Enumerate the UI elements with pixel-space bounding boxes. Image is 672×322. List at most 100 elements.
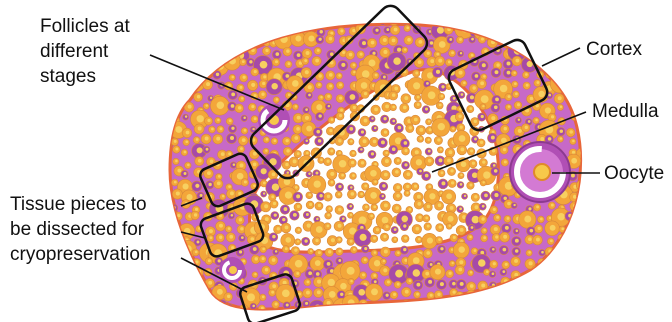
follicle — [216, 19, 224, 27]
follicle-core — [393, 19, 397, 23]
follicle-core — [583, 258, 585, 260]
follicle-core — [426, 82, 429, 85]
follicle-core — [495, 302, 499, 306]
follicle-core — [413, 82, 420, 89]
follicle-core — [219, 21, 222, 24]
follicle-core — [527, 20, 530, 23]
follicle-core — [450, 206, 454, 210]
follicle-core — [163, 261, 167, 265]
follicle-core — [438, 203, 442, 207]
follicle-core — [425, 272, 429, 276]
follicle-core — [584, 206, 587, 209]
follicle-core — [372, 52, 375, 55]
follicle-core — [414, 18, 418, 22]
follicle-core — [205, 104, 207, 106]
follicle — [425, 316, 432, 322]
follicle-core — [536, 238, 540, 242]
follicle — [296, 15, 304, 23]
follicle — [159, 148, 167, 156]
follicle-core — [440, 148, 442, 150]
follicle-core — [472, 86, 475, 89]
follicle — [533, 38, 542, 47]
follicle — [555, 30, 573, 48]
follicle-core — [329, 84, 332, 87]
follicle — [345, 313, 355, 322]
follicle-core — [591, 140, 595, 144]
follicle-core — [474, 195, 477, 198]
follicle-core — [535, 119, 538, 122]
follicle-core — [340, 15, 343, 18]
follicle-core — [173, 86, 177, 90]
follicle-core — [524, 216, 531, 223]
follicle-core — [342, 312, 345, 315]
follicle — [581, 204, 587, 210]
follicle-core — [536, 205, 539, 208]
follicle-core — [350, 214, 352, 216]
follicle — [548, 314, 555, 321]
follicle-core — [397, 305, 401, 309]
follicle-core — [206, 148, 209, 151]
follicle-core — [209, 229, 213, 233]
follicle-core — [239, 86, 242, 89]
follicle — [162, 246, 170, 254]
follicle-core — [572, 140, 575, 143]
follicle-core — [218, 175, 221, 178]
follicle-core — [244, 129, 247, 132]
follicle-core — [416, 293, 419, 296]
follicle-core — [185, 20, 188, 23]
oocyte-right — [510, 142, 570, 202]
follicle-core — [404, 163, 407, 166]
follicle — [554, 282, 564, 292]
follicle-core — [584, 83, 587, 86]
follicle — [522, 291, 530, 299]
follicle-core — [515, 92, 518, 95]
follicle-core — [376, 228, 379, 231]
follicle-core — [373, 237, 376, 240]
follicle-core — [315, 59, 319, 63]
follicle — [193, 309, 207, 322]
follicle — [544, 49, 552, 57]
follicle-core — [185, 83, 188, 86]
follicle-core — [582, 130, 584, 132]
follicle-core — [263, 75, 266, 78]
follicle-core — [446, 193, 452, 199]
follicle-core — [304, 314, 307, 317]
follicle — [171, 304, 178, 311]
follicle-core — [482, 160, 485, 163]
follicle-core — [384, 250, 388, 254]
follicle-core — [331, 181, 334, 184]
follicle-core — [569, 272, 571, 274]
follicle-core — [475, 74, 479, 78]
follicle-core — [438, 16, 442, 20]
follicle-core — [471, 19, 475, 23]
follicle-core — [580, 271, 584, 275]
follicle-core — [210, 159, 214, 163]
follicle — [567, 17, 575, 25]
follicle-core — [508, 95, 511, 98]
follicle-core — [530, 229, 534, 233]
follicle-core — [285, 139, 288, 142]
follicle-core — [227, 295, 230, 298]
follicle-core — [516, 281, 523, 288]
follicle-core — [250, 237, 254, 241]
follicle — [538, 46, 546, 54]
follicle — [586, 300, 603, 317]
follicle-core — [305, 302, 308, 305]
follicle-core — [558, 293, 561, 296]
follicle-core — [525, 73, 528, 76]
follicle — [492, 299, 501, 308]
follicle-core — [297, 152, 300, 155]
follicle-core — [483, 229, 486, 232]
follicle-core — [286, 149, 289, 152]
follicle-core — [495, 235, 498, 238]
follicle — [182, 81, 190, 89]
follicle — [315, 311, 322, 318]
follicle-core — [570, 294, 573, 297]
follicle-core — [205, 47, 211, 53]
follicle-core — [459, 18, 461, 20]
follicle — [570, 301, 577, 308]
follicle-core — [558, 60, 561, 63]
follicle-core — [262, 257, 265, 260]
follicle-core — [428, 185, 431, 188]
follicle — [161, 92, 167, 98]
